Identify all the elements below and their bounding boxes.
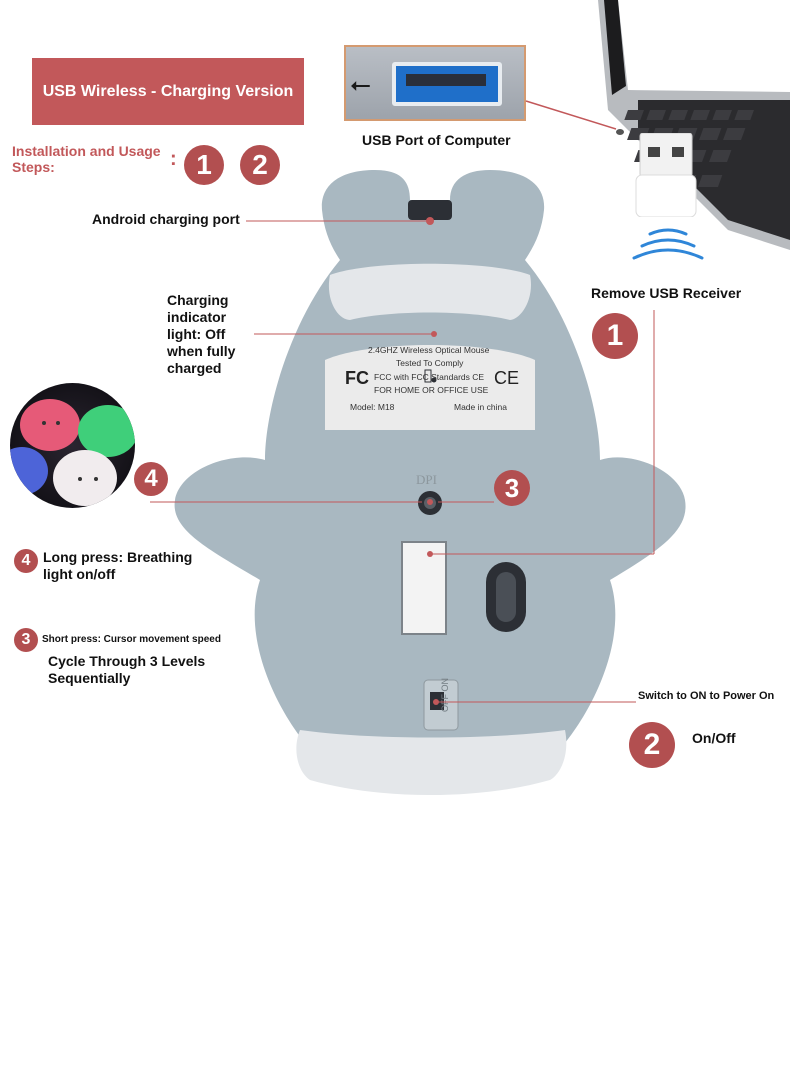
cursor-sub-label: Cycle Through 3 Levels Sequentially bbox=[48, 653, 206, 686]
usb-slot bbox=[392, 62, 502, 106]
title-banner: USB Wireless - Charging Version bbox=[32, 58, 304, 125]
switch-step-badge: 2 bbox=[629, 722, 675, 768]
breathing-step-badge: 4 bbox=[14, 549, 38, 573]
receiver-caption: Remove USB Receiver bbox=[591, 285, 742, 301]
usb-port-caption: USB Port of Computer bbox=[362, 132, 511, 148]
plate-model: Model: M18 bbox=[350, 402, 395, 412]
indicator-label: Charging indicator light: Off when fully… bbox=[167, 292, 236, 376]
dpi-step-badge: 3 bbox=[494, 470, 530, 506]
switch-onoff-label: On/Off bbox=[692, 730, 736, 746]
cursor-step-badge: 3 bbox=[14, 628, 38, 652]
usb-receiver-image bbox=[635, 133, 697, 217]
mouse-bottom-image bbox=[174, 170, 686, 795]
plate-line4: FOR HOME OR OFFICE USE bbox=[374, 385, 489, 395]
wireless-signal-icon bbox=[632, 228, 704, 260]
usb-port-image: ⭠ bbox=[344, 45, 526, 121]
steps-colon: : bbox=[170, 148, 177, 170]
photo-step-badge: 4 bbox=[134, 462, 168, 496]
breathing-light-photo bbox=[10, 383, 135, 508]
usb-symbol-icon: ⭠ bbox=[350, 69, 371, 99]
steps-label: Installation and Usage Steps: bbox=[12, 143, 161, 175]
plate-made: Made in china bbox=[454, 402, 507, 412]
switch-label: Switch to ON to Power On bbox=[638, 690, 775, 702]
dpi-text: DPI bbox=[416, 472, 437, 487]
breathing-label: Long press: Breathing light on/off bbox=[43, 549, 193, 582]
title-banner-text: USB Wireless - Charging Version bbox=[42, 82, 294, 100]
step-badge-1: 1 bbox=[184, 145, 224, 185]
step-badge-2: 2 bbox=[240, 145, 280, 185]
android-port-label: Android charging port bbox=[92, 211, 240, 227]
plate-line1: 2.4GHZ Wireless Optical Mouse bbox=[368, 345, 490, 355]
plate-line3: FCC with FCC Standards CE bbox=[374, 372, 485, 382]
plate-line2: Tested To Comply bbox=[396, 358, 464, 368]
receiver-step-badge: 1 bbox=[592, 313, 638, 359]
plate-ce-logo: CE bbox=[494, 368, 520, 388]
plate-fcc-logo: FC bbox=[345, 368, 369, 388]
cursor-label: Short press: Cursor movement speed bbox=[42, 634, 221, 645]
usb-connector-line bbox=[525, 100, 617, 130]
